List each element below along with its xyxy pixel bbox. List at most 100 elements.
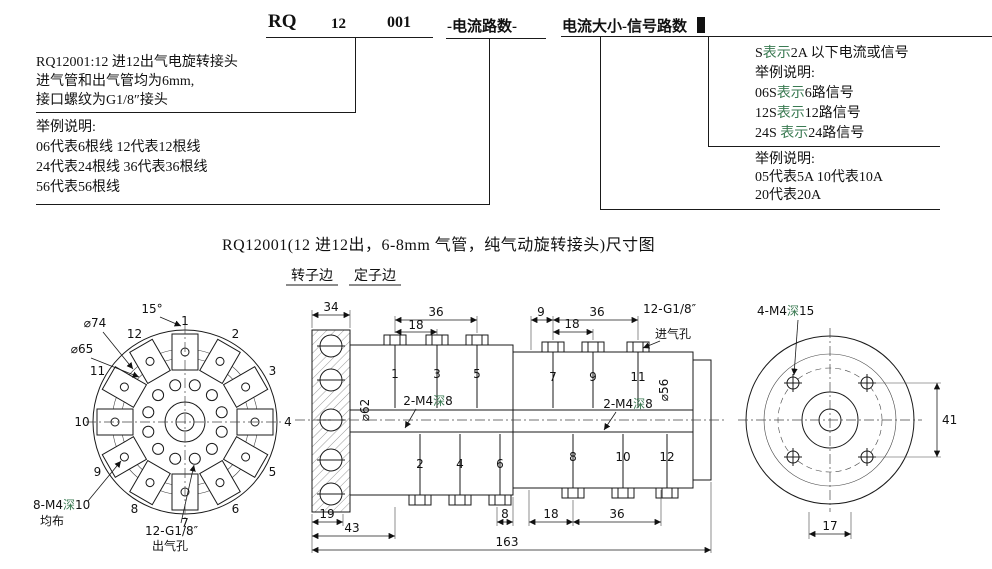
front-annotations: ⌀74 ⌀65 15° 8-M4深10 均布 12-G1/8″ 出气孔 <box>33 302 199 553</box>
port-number: 9 <box>589 370 597 384</box>
stator-side-label: 定子边 <box>354 268 396 284</box>
angle-15-label: 15° <box>141 302 162 316</box>
position-number: 6 <box>232 502 240 516</box>
bolt-pattern-note: 均布 <box>40 514 64 528</box>
port-number: 4 <box>456 457 464 471</box>
callout-line: 进气管和出气管均为6mm, <box>36 74 195 89</box>
position-number: 11 <box>90 364 105 378</box>
port-number: 5 <box>473 367 481 381</box>
dim-8: 8 <box>501 507 509 521</box>
position-number: 9 <box>94 465 102 479</box>
current-callout: 举例说明: 05代表5A 10代表10A 20代表20A <box>755 151 883 205</box>
position-number: 3 <box>269 364 277 378</box>
model-prefix: RQ <box>268 11 297 32</box>
signal-callout: S表示2A 以下电流或信号 举例说明: 06S表示6路信号 12S表示12路信号… <box>755 44 909 144</box>
end-view: 4-M4深15 41 17 <box>738 304 957 539</box>
leader-signal-vertical <box>708 37 709 147</box>
dim-41: 41 <box>942 413 957 427</box>
model-series: 001 <box>387 14 411 31</box>
underline-circuits <box>446 38 546 39</box>
front-view: 1 2 3 4 5 6 7 8 9 10 11 12 ⌀74 ⌀65 15° 8… <box>33 302 292 553</box>
dim-36-bottom: 36 <box>609 507 624 521</box>
dim-163: 163 <box>496 535 519 549</box>
port-number: 8 <box>569 450 577 464</box>
end-bolt-label: 4-M4深15 <box>757 304 814 318</box>
position-number: 5 <box>269 465 277 479</box>
front-slots <box>96 333 274 511</box>
callout-line: 24S 表示24路信号 <box>755 126 865 141</box>
callout-line: 举例说明: <box>755 66 815 81</box>
section-view: 1 3 5 7 9 11 2 4 6 8 10 12 34 36 18 <box>295 300 725 554</box>
drawing-title: RQ12001(12 进12出，6-8mm 气管，纯气动旋转接头)尺寸图 <box>222 237 656 254</box>
circuit-count-callout: 举例说明: 06代表6根线 12代表12根线 24代表24根线 36代表36根线… <box>36 118 208 198</box>
underline-current-signal <box>561 36 992 37</box>
callout-line: 06S表示6路信号 <box>755 86 854 101</box>
dim-43: 43 <box>344 521 359 535</box>
callout-line: 接口螺纹为G1/8″接头 <box>36 93 168 108</box>
callout-line: 56代表56根线 <box>36 180 120 195</box>
callout-line: RQ12001:12 进12出气电旋转接头 <box>36 55 238 70</box>
callout-line: 举例说明: <box>36 120 96 135</box>
port-number: 2 <box>416 457 424 471</box>
rotor-side-label: 转子边 <box>291 268 333 284</box>
callout-line: 20代表20A <box>755 188 822 203</box>
position-number: 8 <box>131 502 139 516</box>
rq-callout: RQ12001:12 进12出气电旋转接头 进气管和出气管均为6mm, 接口螺纹… <box>36 53 238 110</box>
leader-circuits-horizontal <box>36 204 490 205</box>
outlet-holes <box>142 379 228 465</box>
dia62-label: ⌀62 <box>358 399 372 422</box>
dia56-label: ⌀56 <box>657 379 671 402</box>
leader-current-vertical <box>600 37 601 210</box>
dia74-label: ⌀74 <box>84 316 107 330</box>
leader-circuits-vertical <box>489 39 490 205</box>
callout-line: S表示2A 以下电流或信号 <box>755 46 909 61</box>
outlet-label: 12-G1/8″ <box>145 524 199 538</box>
port-number: 6 <box>496 457 504 471</box>
underline-code <box>266 37 433 38</box>
position-number: 1 <box>181 314 189 328</box>
port-number: 12 <box>659 450 674 464</box>
port-number: 3 <box>433 367 441 381</box>
model-current-signal-segment: 电流大小-信号路数 <box>562 19 687 35</box>
inlet-label: 12-G1/8″ <box>643 302 697 316</box>
m4-thread-label: 2-M4深8 <box>603 397 653 411</box>
position-number: 10 <box>74 415 89 429</box>
position-number: 4 <box>284 415 292 429</box>
dim-9: 9 <box>537 305 545 319</box>
dim-34: 34 <box>323 300 338 314</box>
port-number: 11 <box>630 370 645 384</box>
dim-17: 17 <box>822 519 837 533</box>
leader-current-horizontal <box>600 209 940 210</box>
model-air-count: 12 <box>331 16 346 32</box>
text-cursor <box>697 17 705 33</box>
dim-18-left: 18 <box>408 318 423 332</box>
dimension-drawing: 转子边 定子边 <box>33 268 957 554</box>
inlet-note: 进气孔 <box>655 326 691 341</box>
section-side-labels: ⌀62 ⌀56 2-M4深8 2-M4深8 <box>358 379 671 431</box>
m4-thread-label: 2-M4深8 <box>403 394 453 408</box>
section-port-numbers: 1 3 5 7 9 11 2 4 6 8 10 12 <box>391 367 674 471</box>
model-circuit-count-segment: -电流路数- <box>447 19 517 35</box>
bolt-pattern-label: 8-M4深10 <box>33 498 90 512</box>
callout-line: 05代表5A 10代表10A <box>755 170 883 185</box>
dim-18-right: 18 <box>564 317 579 331</box>
position-number: 7 <box>181 516 189 530</box>
callout-line: 24代表24根线 36代表36根线 <box>36 160 208 175</box>
dim-36-right: 36 <box>589 305 604 319</box>
dim-36-left: 36 <box>428 305 443 319</box>
leader-rq-horizontal <box>36 112 356 113</box>
port-number: 10 <box>615 450 630 464</box>
section-top-dimensions: 34 36 18 9 36 18 12-G1/8″ 进气孔 <box>311 300 697 350</box>
port-number: 7 <box>549 370 557 384</box>
rotor-stator-labels: 转子边 定子边 <box>286 268 401 286</box>
position-number: 12 <box>127 327 142 341</box>
callout-line: 举例说明: <box>755 152 815 167</box>
section-bottom-dimensions: 19 43 8 18 36 163 <box>311 482 712 554</box>
dia65-label: ⌀65 <box>71 342 94 356</box>
position-number: 2 <box>232 327 240 341</box>
callout-line: 12S表示12路信号 <box>755 106 861 121</box>
leader-rq-vertical <box>355 38 356 113</box>
dim-18-bottom: 18 <box>543 507 558 521</box>
leader-signal-horizontal <box>708 146 940 147</box>
